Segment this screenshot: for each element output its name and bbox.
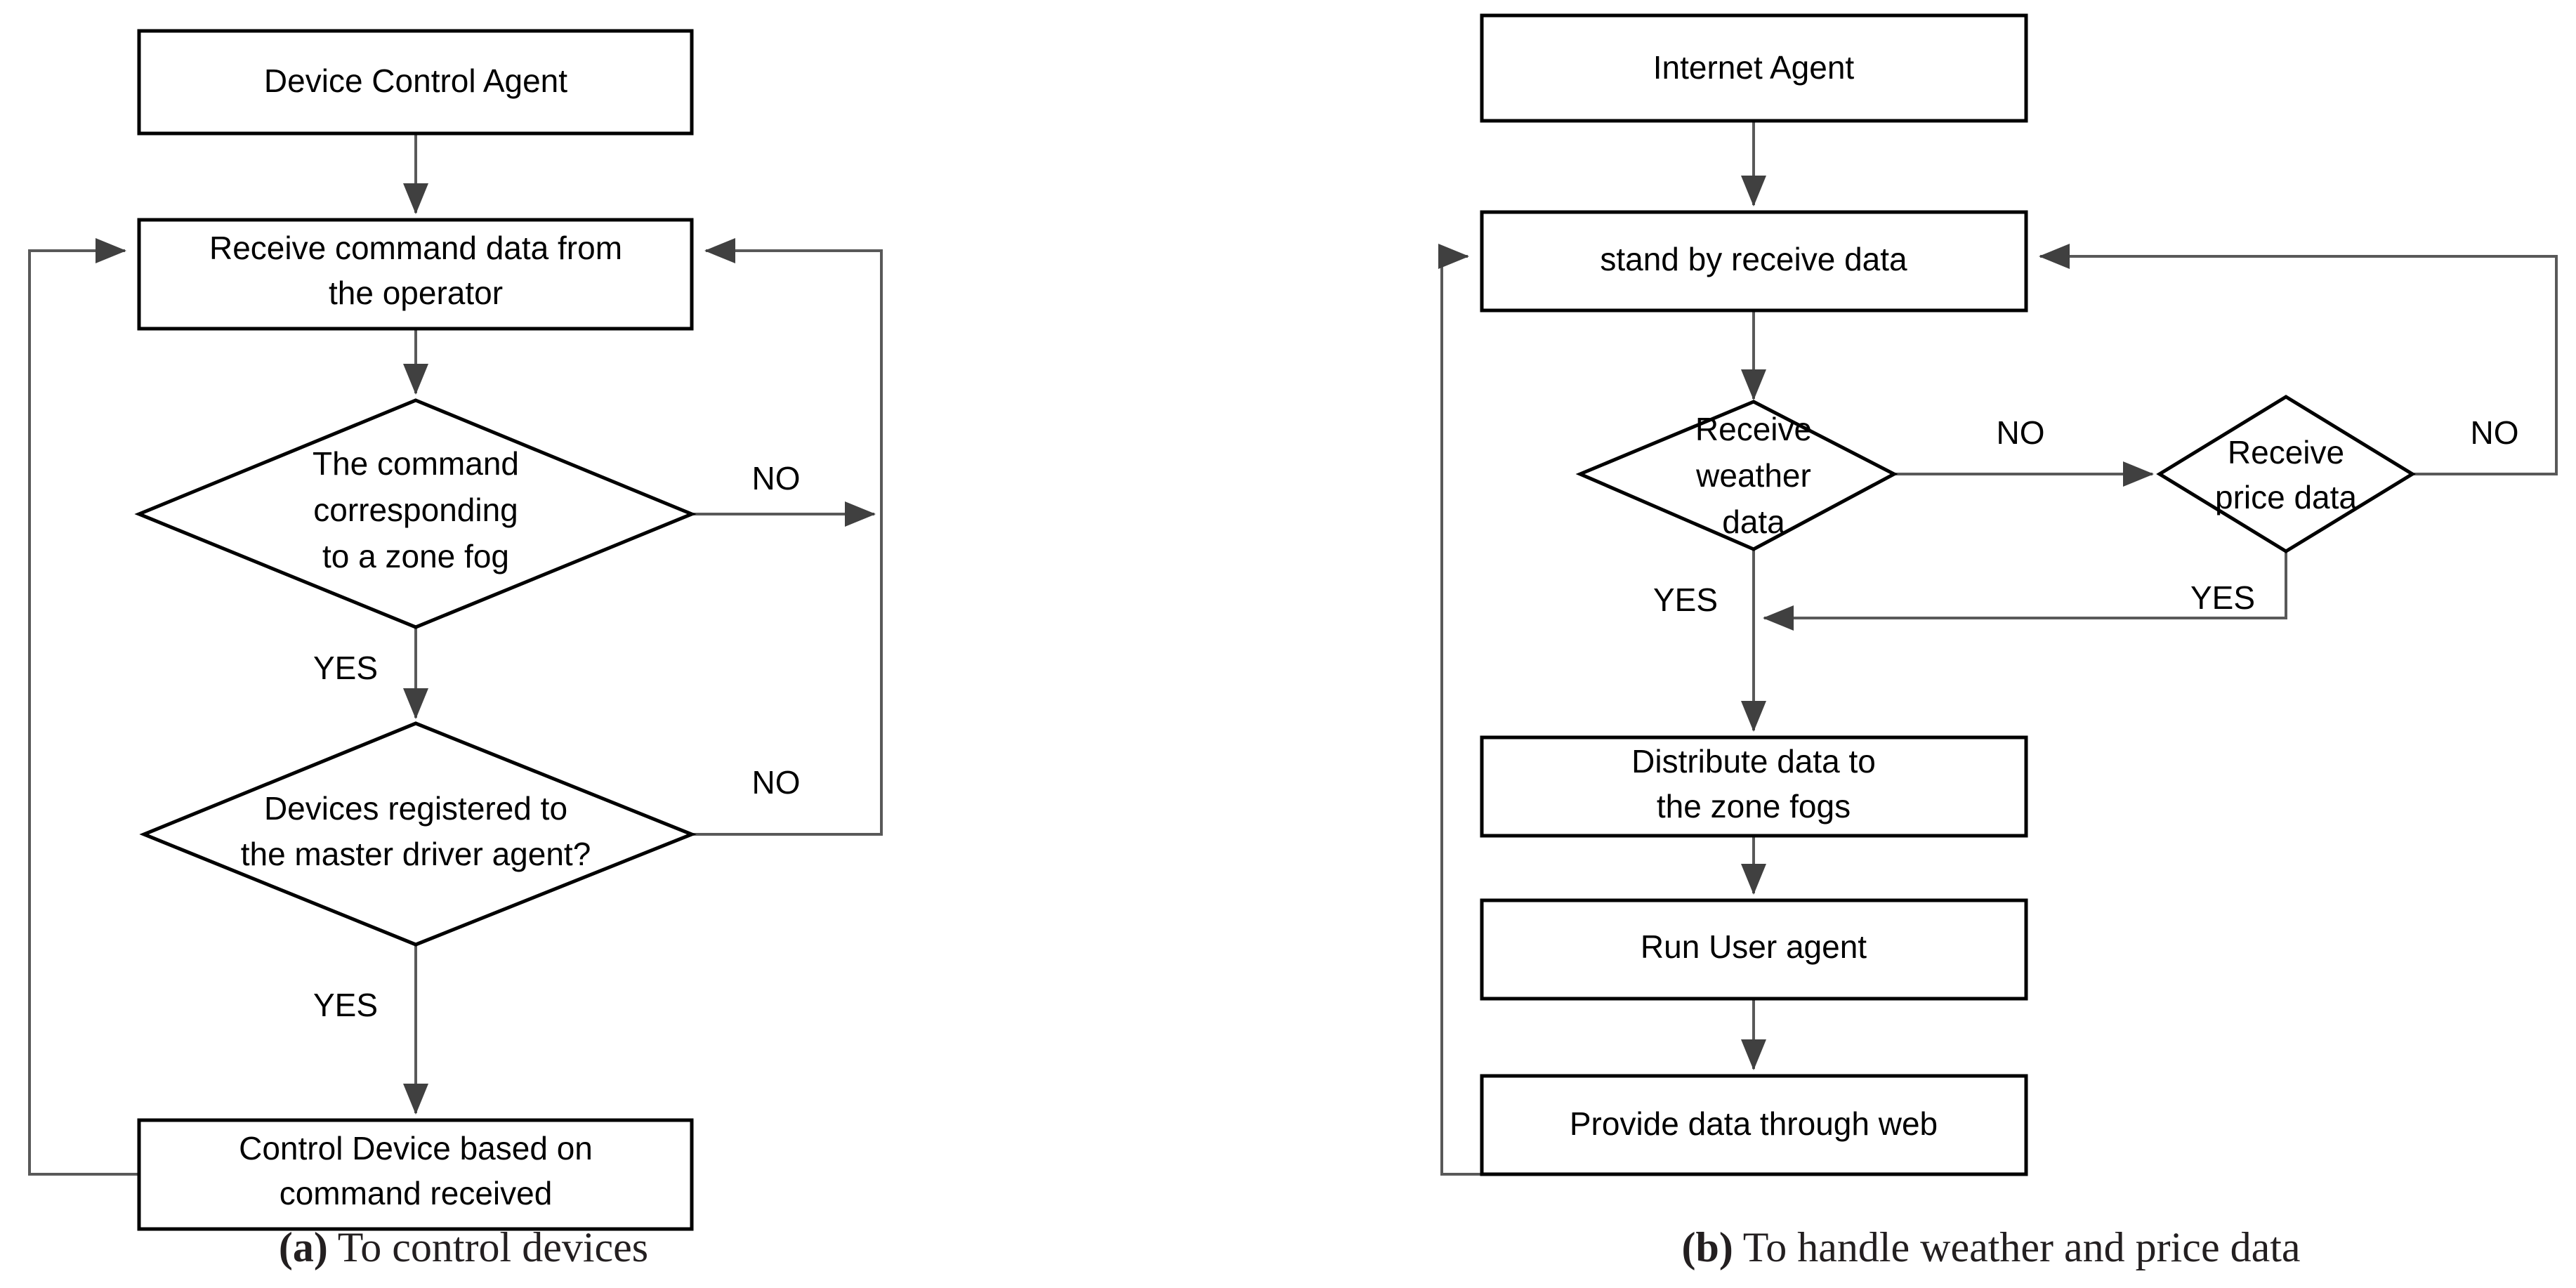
edge-label-b-weather-yes: YES [1653,581,1718,618]
node-decision-command-zone-fog-label-line3: to a zone fog [322,538,509,574]
node-distribute-data-label-line1: Distribute data to [1631,743,1876,780]
node-device-control-agent-label: Device Control Agent [264,63,567,99]
node-stand-by-receive-data-label: stand by receive data [1600,241,1907,277]
node-decision-receive-price-data-label-line2: price data [2215,479,2357,515]
node-distribute-data[interactable] [1480,735,2028,838]
node-decision-devices-registered-label-line2: the master driver agent? [241,836,591,872]
caption-panel-a-tag: (a) [279,1224,328,1270]
node-decision-command-zone-fog[interactable] [134,398,697,629]
node-distribute-data-label-line2: the zone fogs [1657,788,1851,824]
edge-a-dec2-no [692,238,883,836]
edge-label-b-weather-no: NO [1997,414,2045,451]
node-control-device[interactable] [137,1118,694,1231]
edge-label-a-dec2-yes: YES [313,987,378,1023]
node-internet-agent[interactable] [1480,13,2028,123]
edge-b-price-no [2039,244,2558,475]
node-control-device-label-line1: Control Device based on [239,1130,593,1167]
caption-panel-b: (b) To handle weather and price data [1682,1224,2301,1270]
node-control-device-label-line2: command received [280,1175,553,1211]
node-decision-receive-weather-data-label-line2: weather [1695,457,1811,494]
node-device-control-agent[interactable] [137,29,694,136]
node-run-user-agent-label: Run User agent [1641,928,1867,965]
caption-panel-a-text: To control devices [328,1224,648,1270]
edge-label-a-dec2-no: NO [752,764,801,801]
edge-label-a-dec1-yes: YES [313,650,378,686]
node-decision-receive-weather-data[interactable] [1575,400,1898,551]
edge-label-a-dec1-no: NO [752,460,801,497]
node-receive-command-data-label-line2: the operator [329,275,503,311]
node-receive-command-data-label-line1: Receive command data from [209,230,622,266]
node-decision-receive-weather-data-label-line3: data [1722,504,1785,540]
node-decision-command-zone-fog-label-line1: The command [313,445,519,482]
node-decision-receive-price-data-label-line1: Receive [2228,434,2344,471]
caption-panel-a: (a) To control devices [279,1224,648,1270]
node-run-user-agent[interactable] [1480,898,2028,1001]
node-provide-data-through-web[interactable] [1480,1074,2028,1176]
node-decision-receive-weather-data-label-line1: Receive [1695,411,1812,447]
edge-a-control-to-receive [28,238,139,1176]
edge-b-price-yes [1763,551,2287,631]
edge-label-b-price-yes: YES [2190,579,2255,616]
node-decision-command-zone-fog-label-line2: corresponding [313,492,518,528]
node-receive-command-data[interactable] [137,218,694,331]
node-internet-agent-label: Internet Agent [1653,49,1855,86]
node-decision-devices-registered[interactable] [139,721,697,947]
node-decision-receive-price-data[interactable] [2156,395,2416,553]
edge-label-b-price-no: NO [2471,414,2519,451]
node-stand-by-receive-data[interactable] [1480,210,2028,313]
node-decision-devices-registered-label-line1: Devices registered to [264,790,567,827]
caption-panel-b-text: To handle weather and price data [1733,1224,2301,1270]
node-provide-data-through-web-label: Provide data through web [1570,1105,1938,1142]
caption-panel-b-tag: (b) [1682,1224,1733,1270]
edge-b-provide-to-standby [1438,244,1482,1176]
